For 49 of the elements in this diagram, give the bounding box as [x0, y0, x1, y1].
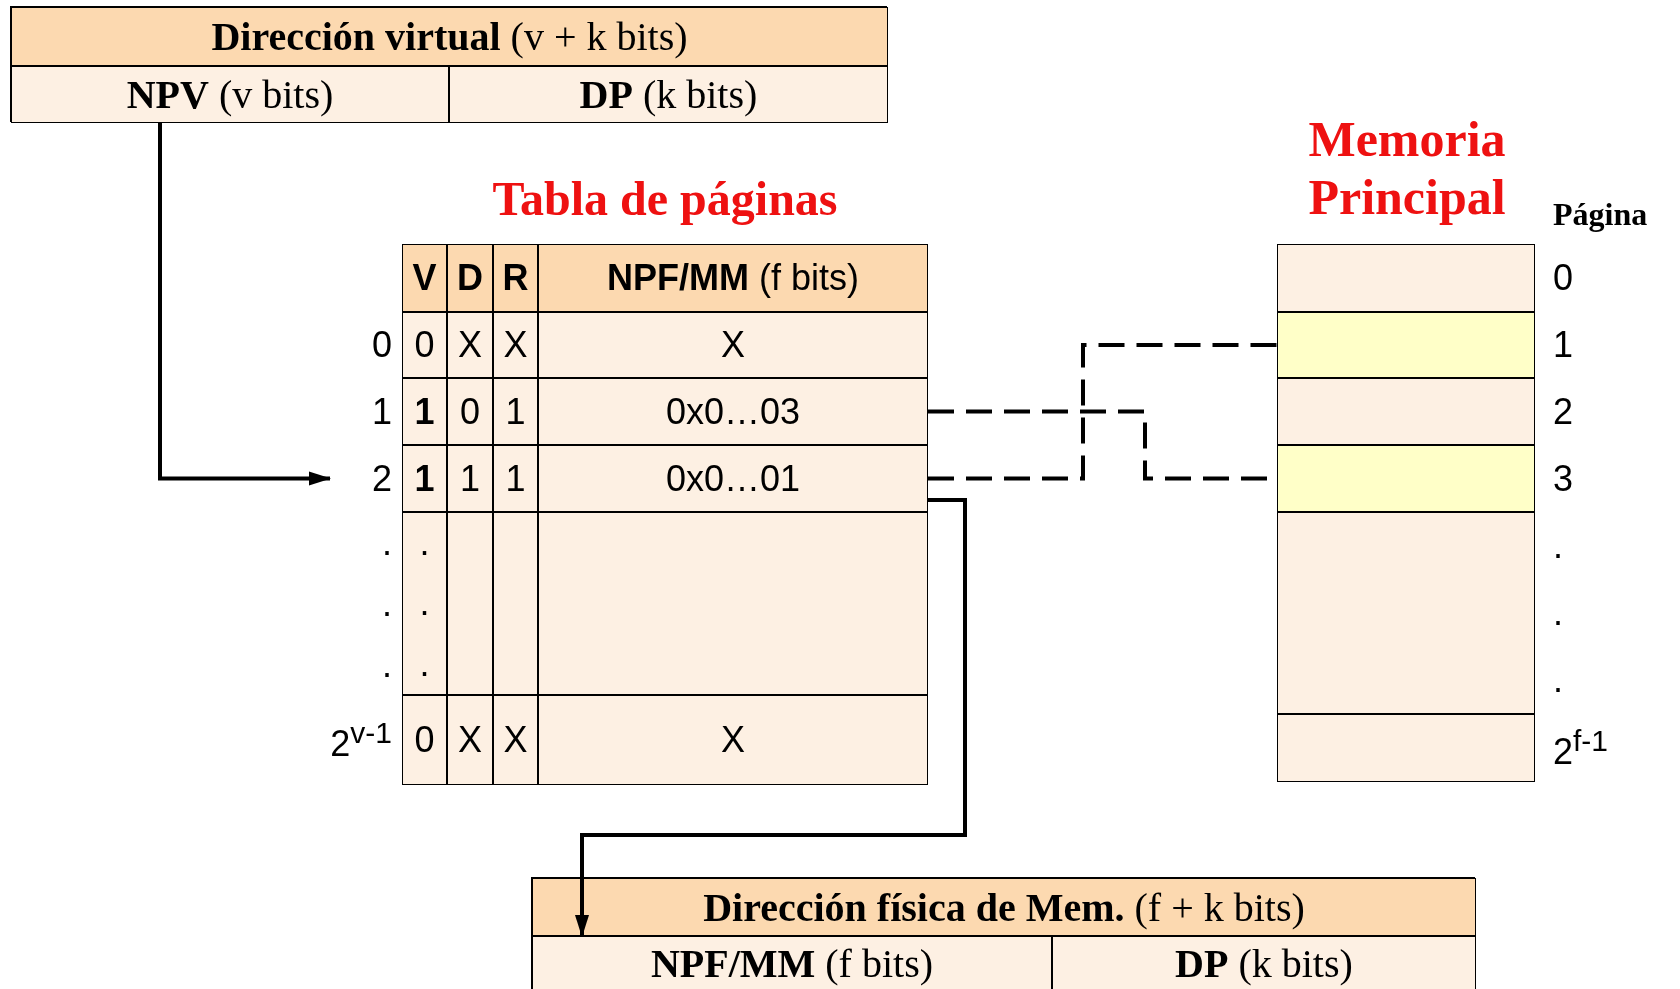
table-cell: X — [447, 695, 493, 785]
table-cell: 1 — [402, 445, 447, 512]
table-cell: DP (k bits) — [1052, 936, 1476, 989]
table-cell: NPF/MM (f bits) — [532, 936, 1052, 989]
table-cell: X — [447, 312, 493, 378]
table-cell: 0x0…03 — [538, 378, 928, 445]
heading: Memoria Principal — [1307, 110, 1507, 227]
table-cell: 0 — [447, 378, 493, 445]
table-cell: NPF/MM (f bits) — [538, 244, 928, 312]
row-number: 2$^{v-1}$ — [330, 715, 392, 765]
table-cell: X — [538, 695, 928, 785]
header-cell: Dirección física de Mem. (f + k bits) — [532, 878, 1476, 936]
page-number: 1 — [1553, 324, 1575, 366]
table-cell: X — [493, 312, 538, 378]
arrow — [575, 498, 967, 937]
table-cell: DP (k bits) — [449, 66, 888, 123]
table-cell: D — [447, 244, 493, 312]
dot: . — [419, 582, 430, 625]
column-heading: Página — [1553, 196, 1649, 234]
table-cell: 1 — [447, 445, 493, 512]
table-cell: 0 — [402, 312, 447, 378]
header-cell: Dirección virtual (v + k bits) — [11, 7, 888, 66]
page-number: . — [1553, 524, 1564, 567]
row-number: . — [381, 521, 392, 564]
table-cell: 1 — [493, 378, 538, 445]
row-number: 1 — [370, 390, 392, 433]
table-cell: 1 — [402, 378, 447, 445]
table-cell: 0x0…01 — [538, 445, 928, 512]
page-number: . — [1553, 592, 1564, 634]
page-number: 3 — [1553, 457, 1575, 500]
table-cell: X — [493, 695, 538, 785]
row-number: 2 — [370, 457, 392, 500]
page-number: 0 — [1553, 257, 1575, 299]
page-number: . — [1553, 659, 1564, 702]
table-cell: 0 — [402, 695, 447, 785]
table-cell: 1 — [493, 445, 538, 512]
page-number: 2$^{f-1}$ — [1553, 723, 1610, 773]
table-cell: V — [402, 244, 447, 312]
table-cell: R — [493, 244, 538, 312]
page-number: 2 — [1553, 390, 1575, 433]
arrow — [158, 123, 331, 486]
dot: . — [419, 522, 430, 565]
row-number: . — [381, 582, 392, 625]
row-number: 0 — [370, 324, 392, 366]
row-number: . — [381, 643, 392, 686]
heading: Tabla de páginas — [491, 171, 839, 227]
table-cell: NPV (v bits) — [11, 66, 449, 123]
dot: . — [419, 642, 430, 685]
table-cell: X — [538, 312, 928, 378]
